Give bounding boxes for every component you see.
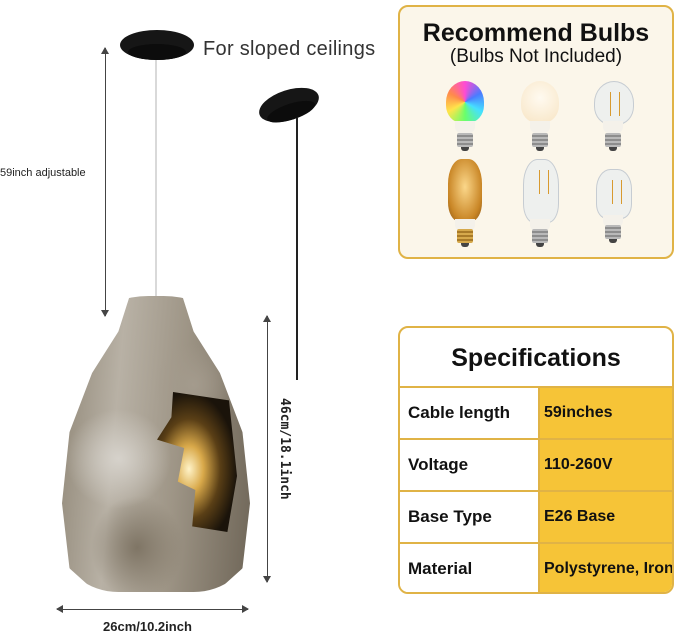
rgb-smart-bulb-icon [440, 81, 490, 161]
spec-row-cable-length: Cable length 59inches [400, 386, 672, 438]
sloped-cable [296, 118, 298, 380]
spec-row-base-type: Base Type E26 Base [400, 490, 672, 542]
specifications-panel: Specifications Cable length 59inches Vol… [398, 326, 674, 594]
width-dimension-line [56, 605, 249, 613]
warm-white-bulb-icon [515, 81, 565, 161]
pendant-cable [155, 60, 157, 298]
cable-length-label: 59inch adjustable [0, 167, 86, 179]
height-dimension-line [263, 315, 271, 583]
spec-label: Cable length [400, 388, 540, 438]
bulbs-title: Recommend Bulbs [422, 19, 650, 47]
cable-length-dimension-line [101, 47, 109, 317]
spec-label: Base Type [400, 492, 540, 542]
height-label: 46cm/18.1inch [277, 398, 292, 500]
spec-value: 59inches [540, 388, 672, 438]
product-illustration: For sloped ceilings 59inch adjustable 46… [0, 0, 390, 637]
lamp-shade [62, 296, 250, 592]
filament-a19-bulb-icon [588, 81, 638, 161]
spec-label: Material [400, 544, 540, 592]
clear-tubular-bulb-icon [588, 169, 638, 249]
spec-value: E26 Base [540, 492, 672, 542]
sloped-ceiling-canopy [254, 81, 324, 129]
spec-value: 110-260V [540, 440, 672, 490]
spec-row-voltage: Voltage 110-260V [400, 438, 672, 490]
amber-st64-bulb-icon [440, 159, 490, 247]
spec-value: Polystyrene, Iron [540, 544, 672, 592]
clear-st64-bulb-icon [515, 159, 565, 247]
specs-title: Specifications [451, 344, 621, 372]
recommended-bulbs-panel: Recommend Bulbs (Bulbs Not Included) [398, 5, 674, 259]
bulbs-subtitle: (Bulbs Not Included) [449, 46, 623, 67]
width-label: 26cm/10.2inch [103, 619, 192, 634]
spec-label: Voltage [400, 440, 540, 490]
sloped-ceiling-label: For sloped ceilings [203, 38, 376, 60]
spec-row-material: Material Polystyrene, Iron [400, 542, 672, 592]
ceiling-canopy [120, 30, 194, 60]
